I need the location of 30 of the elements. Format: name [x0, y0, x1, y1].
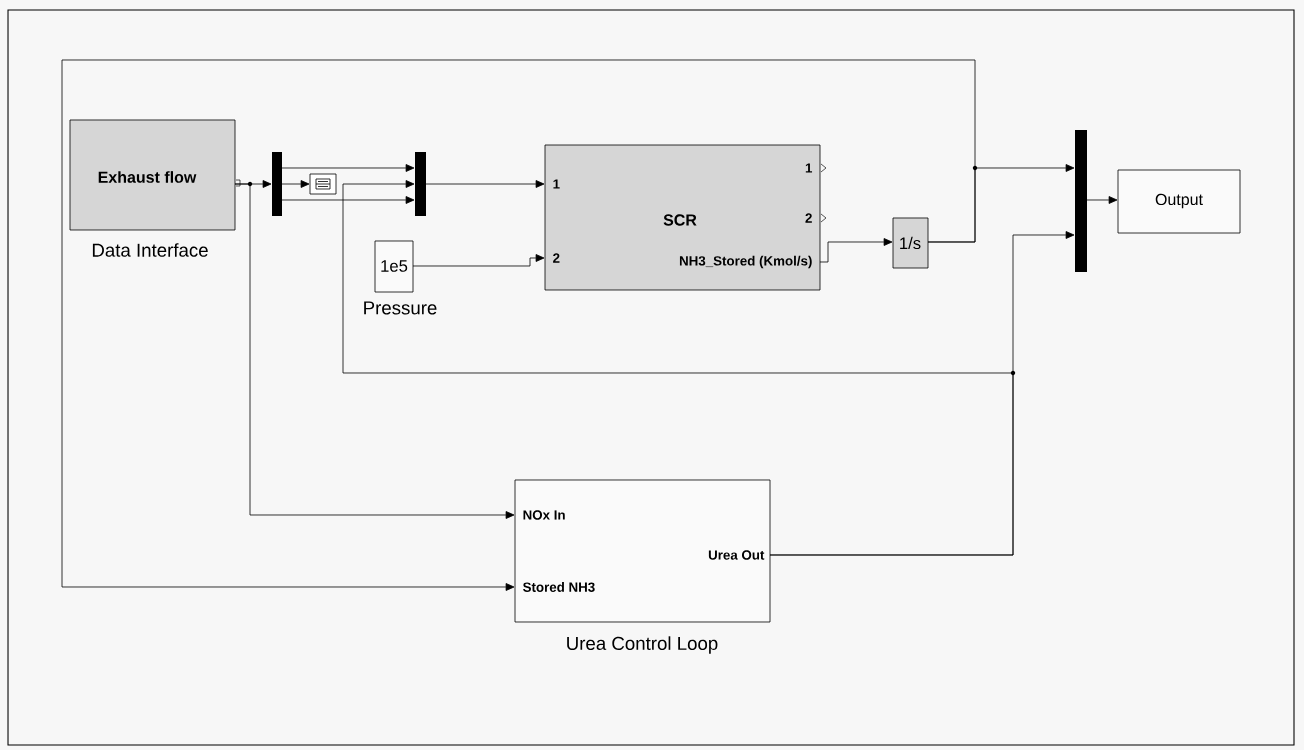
terminator-block — [309, 173, 337, 195]
port-label: 2 — [553, 253, 560, 263]
block-label: Output — [1155, 193, 1203, 209]
block-label: Exhaust flow — [98, 171, 197, 183]
connector-arrow — [234, 183, 515, 519]
block-label: 1e5 — [381, 260, 408, 272]
connector-arrow — [61, 59, 976, 591]
connector-arrow — [769, 231, 1075, 556]
block-name: Data Interface — [92, 243, 208, 257]
block-label: SCR — [663, 214, 697, 226]
block-name: Urea Control Loop — [567, 636, 718, 654]
port-label: 1 — [805, 163, 813, 173]
connector-arrow — [281, 180, 310, 188]
block — [892, 217, 929, 269]
block — [1117, 169, 1241, 234]
connector-arrow — [425, 180, 545, 188]
connector-arrow — [281, 164, 415, 172]
port-label: 2 — [805, 213, 812, 223]
port-label: Stored NH3 — [523, 582, 595, 592]
block — [544, 144, 821, 291]
port-label: Urea Out — [708, 550, 765, 560]
connector-arrow — [1086, 196, 1118, 204]
connector-arrow — [281, 196, 415, 204]
connector-arrow — [412, 254, 545, 267]
block-label: 1/s — [900, 236, 921, 250]
port-label: NOx In — [523, 510, 565, 520]
connector-arrow — [819, 238, 893, 263]
block-name: Pressure — [364, 301, 437, 315]
port-label: 1 — [553, 179, 560, 189]
port-label: NH3_Stored (Kmol/s) — [679, 255, 812, 269]
